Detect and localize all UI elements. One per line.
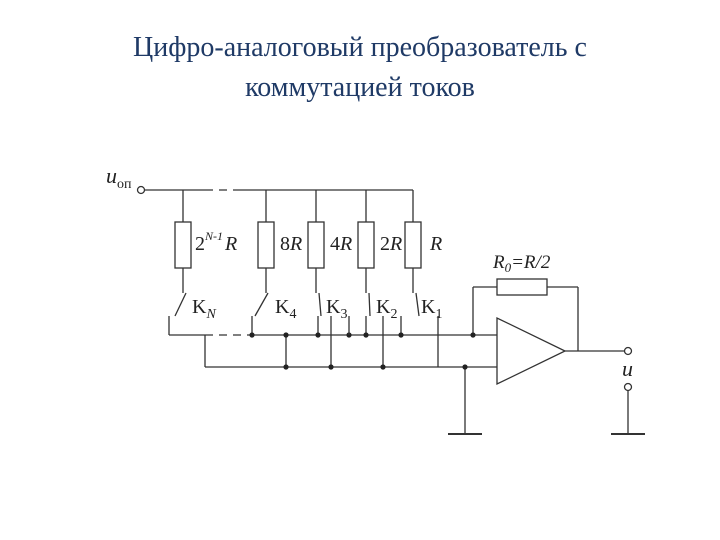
title-line-2: коммутацией токов [245, 72, 475, 103]
resistor-4 [257, 221, 275, 269]
ref-voltage-label: uоп [106, 163, 132, 192]
resistor-2 [357, 221, 375, 269]
ref-terminal [136, 185, 146, 195]
circuit-wires [145, 189, 645, 435]
page-title: Цифро-аналоговый преобразователь с комму… [0, 28, 720, 108]
output-ground-terminal [623, 382, 633, 392]
switch-label-4: K4 [275, 296, 296, 322]
resistor-label-2: 2R [380, 233, 402, 255]
resistor-1 [404, 221, 422, 269]
title-line-1: Цифро-аналоговый преобразователь с [133, 32, 587, 63]
output-voltage-label: u [622, 356, 633, 381]
terminals [136, 185, 633, 392]
resistor-n [174, 221, 192, 269]
feedback-resistor [496, 278, 548, 296]
resistor-label-1: R [429, 233, 442, 255]
switch-label-1: K1 [421, 296, 442, 322]
switch-label-2: K2 [376, 296, 397, 322]
output-terminal [623, 346, 633, 356]
resistor-bodies [174, 221, 548, 296]
switch-label-3: K3 [326, 296, 347, 322]
resistor-label-4: 8R [280, 233, 302, 255]
switch-label-n: KN [192, 296, 216, 322]
resistor-3 [307, 221, 325, 269]
feedback-resistor-label: R0=R/2 [492, 252, 551, 275]
resistor-label-3: 4R [330, 233, 352, 255]
junction-dots [249, 332, 476, 370]
